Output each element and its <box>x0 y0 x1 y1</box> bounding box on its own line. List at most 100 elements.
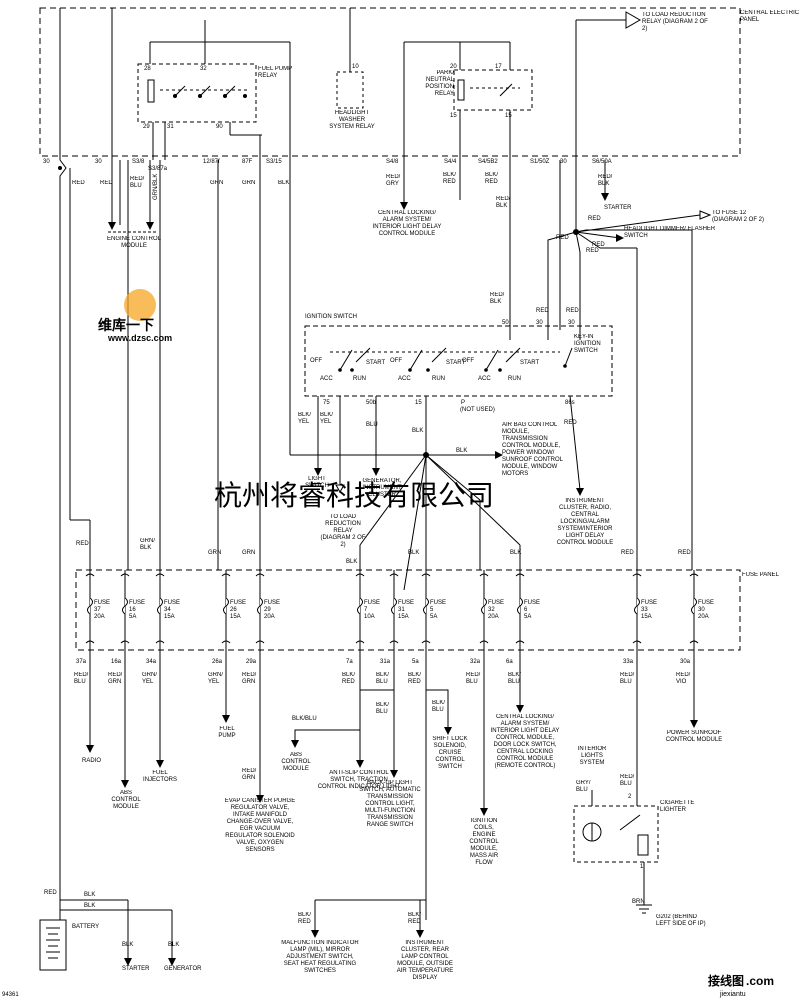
upper-wiring <box>59 8 701 900</box>
connector-icon <box>255 640 265 644</box>
shift-lock-label: SHIFT LOCK SOLENOID, CRUISE CONTROL SWIT… <box>432 736 468 770</box>
terminal-label: 87F <box>242 159 253 165</box>
wire-color: GRN <box>208 550 221 556</box>
fpr-pin-32: 32 <box>200 66 207 72</box>
upper-arrows <box>58 166 712 242</box>
wire-color: BLK/ RED <box>408 912 422 925</box>
fuse-amperage: 15A <box>230 614 241 620</box>
generator-label: GENERATOR <box>164 966 202 972</box>
terminal-label: 30 <box>560 159 567 165</box>
fuse-amperage: 15A <box>164 614 175 620</box>
fuse-amperage: 20A <box>698 614 709 620</box>
connector-icon <box>689 640 699 644</box>
to-fuse-12-label: TO FUSE 12 (DIAGRAM 2 OF 2) <box>712 210 765 223</box>
power-sunroof-label: POWER SUNROOF CONTROL MODULE <box>665 730 723 743</box>
lighter-pin-1: 1 <box>640 864 644 870</box>
connector-icon <box>155 573 165 577</box>
ign-run: RUN <box>508 376 521 382</box>
central-electric-panel: CENTRAL ELECTRIC PANEL TO LOAD REDUCTION… <box>39 7 799 172</box>
fuse-amperage: 20A <box>264 614 275 620</box>
connector-icon <box>389 640 399 644</box>
fuse-panel-wire-labels: RED GRN/ BLK GRN GRN BLK BLK RED RED BLK <box>76 538 691 565</box>
connector-icon <box>515 573 525 577</box>
wire-color: GRY/ BLU <box>576 780 591 793</box>
ign-run: RUN <box>353 376 366 382</box>
fuse-number: 16 <box>129 607 136 613</box>
fuse-list: FUSE3720A37aFUSE165A16aFUSE3415A34aFUSE2… <box>76 570 714 665</box>
wire-color: BLK/BLU <box>292 716 317 722</box>
abs-control-module-2-label: ABS CONTROL MODULE <box>281 752 311 772</box>
hwr-pin: 10 <box>352 64 359 70</box>
fuse-symbol-icon <box>391 597 397 615</box>
fuse-label: FUSE <box>364 600 380 606</box>
wire-color: BLK <box>510 550 521 556</box>
generator-cluster-label: GENERATOR, INSTRUMENT CLUSTER <box>362 478 402 498</box>
connector-icon <box>85 640 95 644</box>
wire-color: RED <box>678 550 691 556</box>
ign-bottom-pin: 50b <box>366 400 377 406</box>
connector-icon <box>421 640 431 644</box>
middle-labels: BLK/ YEL BLK/ YEL BLU BLK RED BLK LIGHT … <box>298 412 613 548</box>
lighter-pin-2: 2 <box>628 794 632 800</box>
ground-g202-label: G202 (BEHIND LEFT SIDE OF IP) <box>656 914 706 927</box>
fuse-output-terminal: 33a <box>623 659 634 665</box>
engine-control-module-label: ENGINE CONTROL MODULE <box>106 236 161 249</box>
wire-color: RED/ BLU <box>74 672 89 685</box>
connector-icon <box>155 640 165 644</box>
fuse-amperage: 5A <box>129 614 136 620</box>
wire-color: BLK/ RED <box>408 672 422 685</box>
fpr-pin-90: 90 <box>216 124 223 130</box>
fuse-output-terminal: 32a <box>470 659 481 665</box>
interior-lights-label: INTERIOR LIGHTS SYSTEM <box>577 746 607 766</box>
ign-top-pin: 30 <box>568 320 575 326</box>
fuse-symbol-icon <box>257 597 263 615</box>
fpr-pin-31: 31 <box>167 124 174 130</box>
fuse-output-terminal: 30a <box>680 659 691 665</box>
wire-color: GRN/ YEL <box>208 672 223 685</box>
fuse-label: FUSE <box>164 600 180 606</box>
ign-acc: ACC <box>320 376 333 382</box>
wire-color: BLK/ YEL <box>298 412 312 425</box>
evap-canister-label: EVAP CANISTER PURGE REGULATOR VALVE, INT… <box>224 798 296 853</box>
middle-arrows <box>314 451 584 496</box>
fuel-pump-relay-label: FUEL PUMP RELAY <box>258 66 293 79</box>
wire-color: BLK/ YEL <box>320 412 334 425</box>
wire-color: RED <box>564 420 577 426</box>
wire-color: BLK <box>278 180 290 186</box>
wire-color: RED/ BLK <box>598 174 613 187</box>
wire-color: BLK <box>84 892 95 898</box>
ign-run: RUN <box>432 376 445 382</box>
wire-color: BLK <box>346 559 357 565</box>
fuse-output-terminal: 16a <box>111 659 122 665</box>
wire-color: BLK <box>412 428 423 434</box>
wire-red: RED <box>592 242 605 248</box>
wire-color: GRN <box>210 180 224 186</box>
ign-not-used: (NOT USED) <box>460 407 495 413</box>
ign-acc: ACC <box>478 376 491 382</box>
wire-red: RED <box>556 235 569 241</box>
ign-off: OFF <box>462 358 474 364</box>
ign-acc: ACC <box>398 376 411 382</box>
cigarette-lighter-label: CIGARETTE LIGHTER <box>660 800 695 813</box>
cigarette-lighter-icon <box>573 790 659 914</box>
wire-color: RED/ BLU <box>130 176 145 189</box>
fuse-symbol-icon <box>357 597 363 615</box>
top-wire-labels: RED RED RED/ BLU GRN GRN BLK RED/ GRY BL… <box>72 172 613 209</box>
load-reduction-label: TO LOAD REDUCTION RELAY (DIAGRAM 2 OF 2) <box>642 12 708 32</box>
connector-icon <box>355 573 365 577</box>
terminal-label: S6/50A <box>592 159 612 165</box>
lower-arrows <box>86 705 698 966</box>
connector-icon <box>221 640 231 644</box>
terminal-label: 30 <box>43 159 50 165</box>
fuse-amperage: 20A <box>94 614 105 620</box>
wire-color: BRN <box>632 899 645 905</box>
wire-color: GRN/ BLK <box>140 538 155 551</box>
fuse-symbol-icon <box>223 597 229 615</box>
anti-slip-label: ANTI-SLIP CONTROL SWITCH, TRACTION CONTR… <box>317 770 401 790</box>
watermark-logo: 维库一下 www.dzsc.com <box>98 289 172 343</box>
terminal-label: S4/8 <box>386 159 399 165</box>
